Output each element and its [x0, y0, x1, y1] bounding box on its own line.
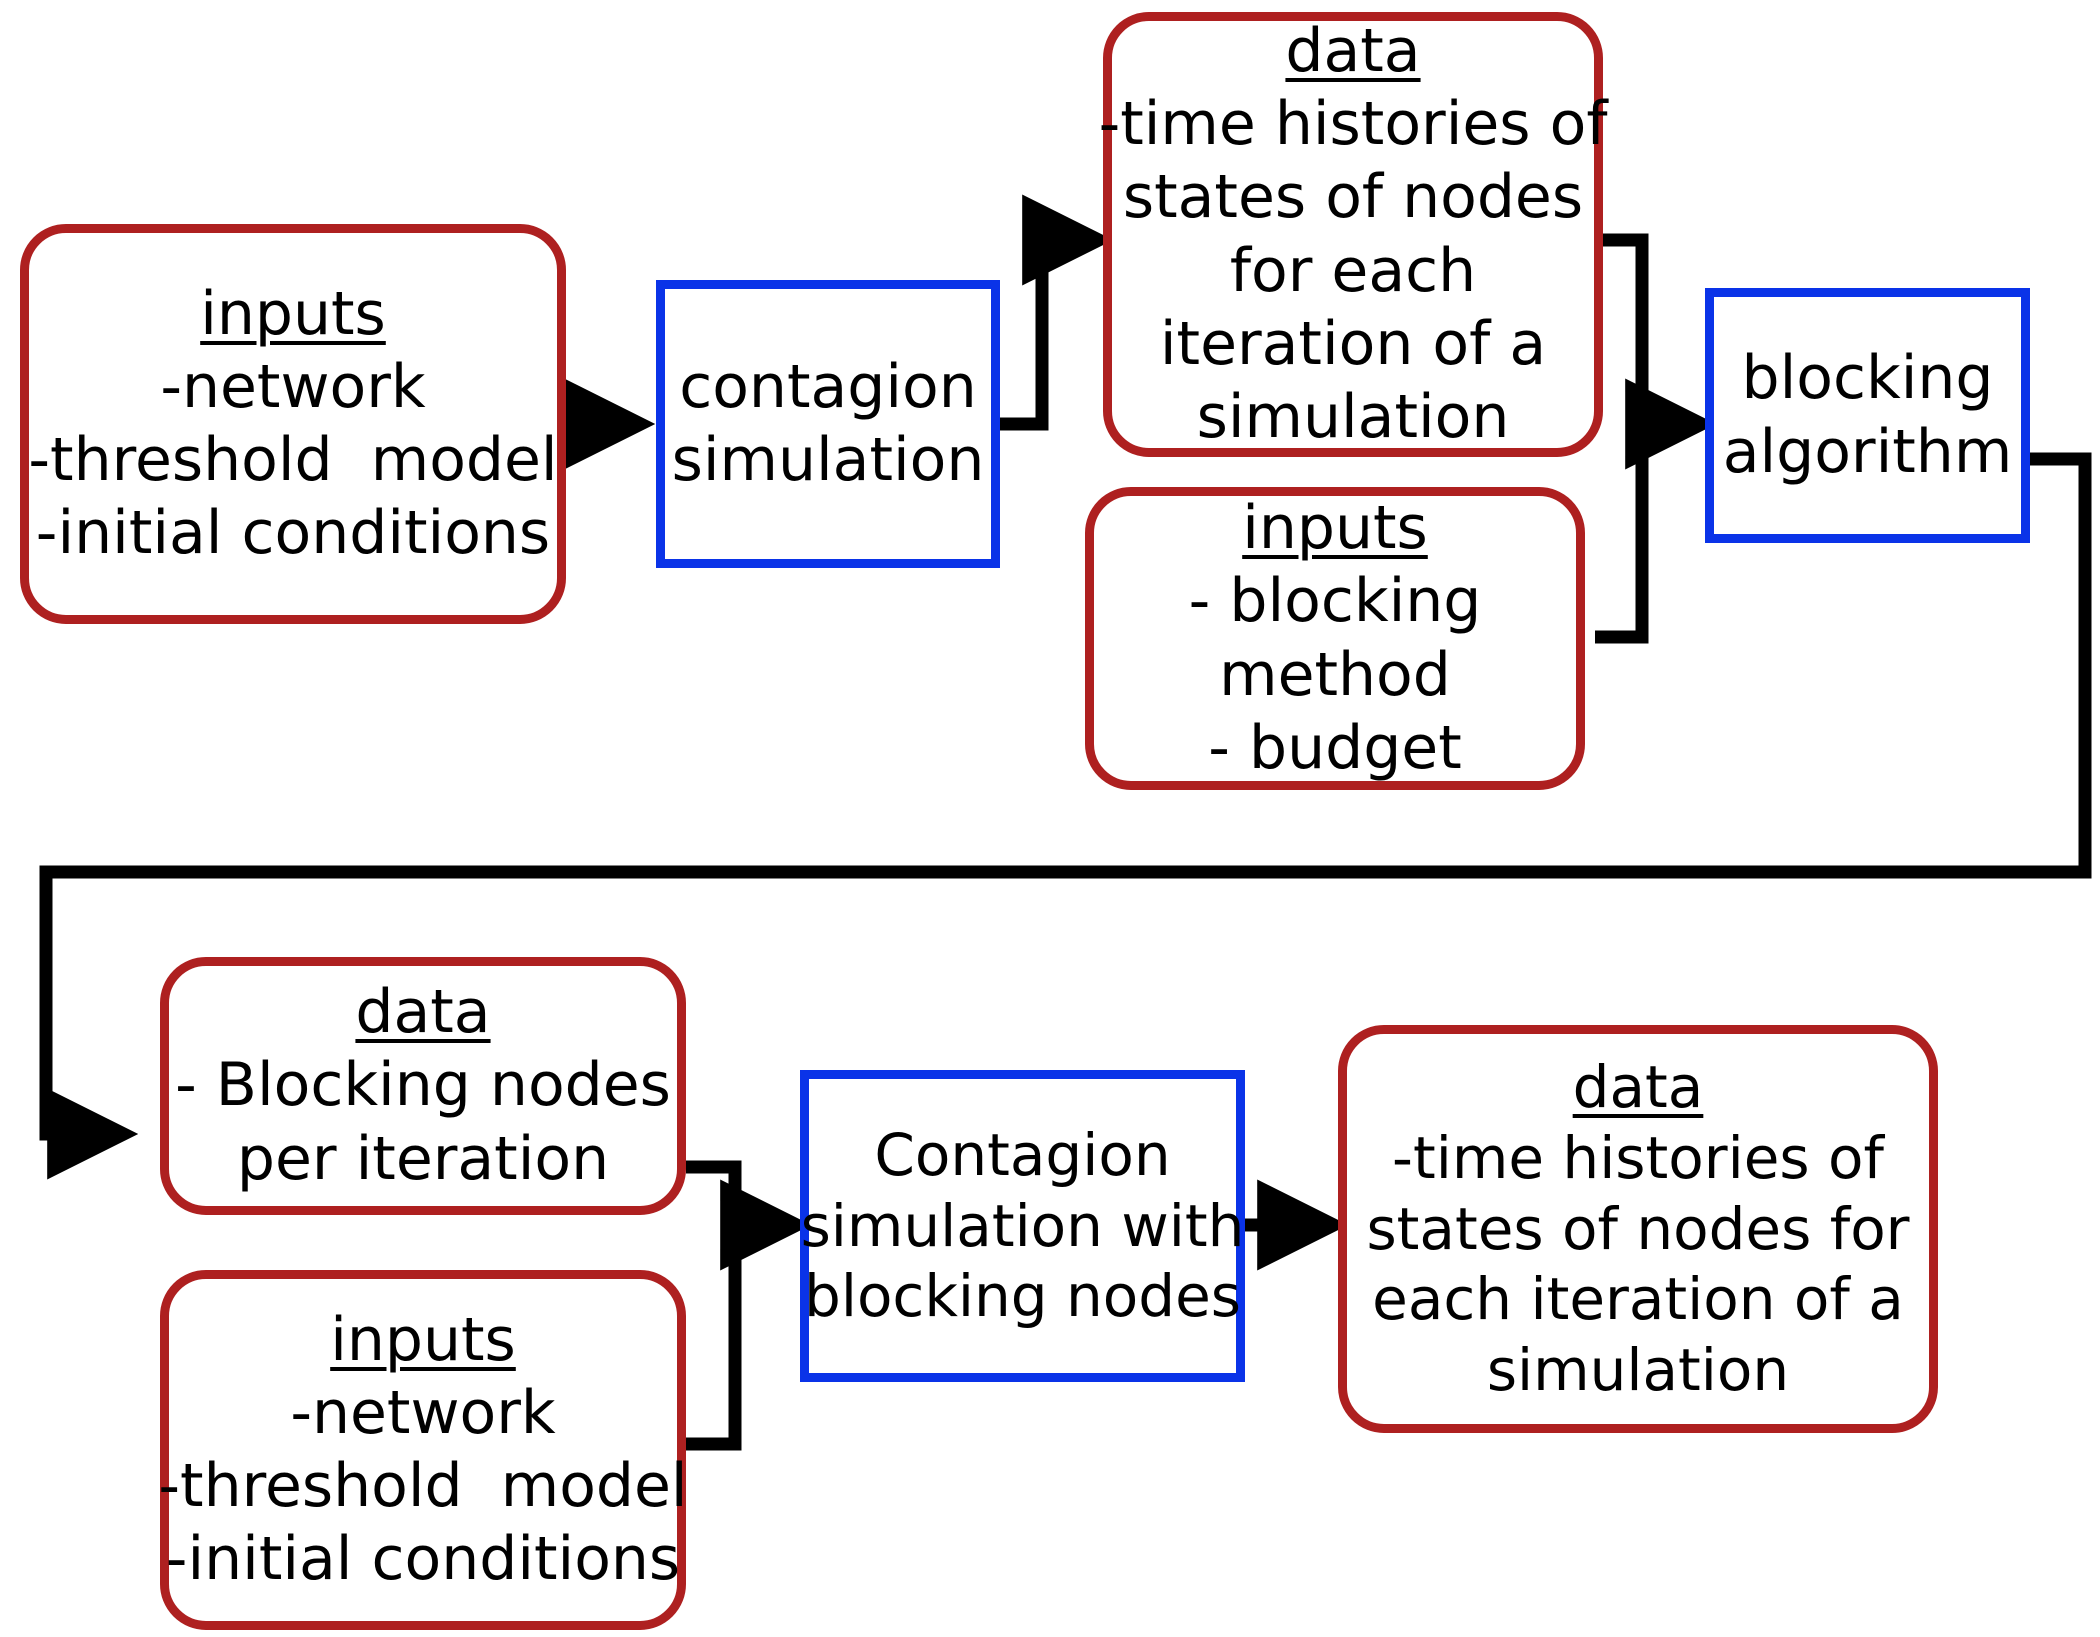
node-inputs-bottom-left[interactable]: inputs -network -threshold model -initia…	[158, 1270, 688, 1630]
node-line-time-histories: -time histories of	[1392, 1123, 1884, 1192]
node-title-data-blocking-nodes: data	[355, 977, 491, 1048]
node-title-inputs-bottom-left: inputs	[330, 1304, 516, 1375]
node-line-threshold-model: -threshold model	[158, 1451, 688, 1521]
node-line-network: -network	[160, 351, 426, 422]
node-contagion-simulation[interactable]: contagion simulation	[656, 280, 1000, 568]
node-blocking-algorithm[interactable]: blocking algorithm	[1705, 288, 2030, 543]
node-line-contagion: Contagion	[874, 1120, 1171, 1189]
node-line-for-each: for each	[1229, 235, 1477, 306]
node-line-method: method	[1219, 639, 1451, 710]
node-line-algorithm: algorithm	[1722, 416, 2013, 487]
node-line-iteration-of-a: iteration of a	[1159, 308, 1547, 379]
node-contagion-simulation-blocking[interactable]: Contagion simulation with blocking nodes	[800, 1070, 1245, 1382]
node-line-budget: - budget	[1208, 712, 1462, 783]
node-inputs-top-left[interactable]: inputs -network -threshold model -initia…	[20, 224, 566, 624]
node-data-top[interactable]: data -time histories of states of nodes …	[1099, 12, 1607, 457]
node-line-simulation: simulation	[671, 425, 985, 495]
node-inputs-blocking[interactable]: inputs - blocking method - budget	[1085, 487, 1585, 790]
node-line-blocking: - blocking	[1188, 566, 1482, 637]
node-title-data-top: data	[1285, 15, 1421, 86]
node-title-inputs-top-left: inputs	[200, 278, 386, 349]
node-line-initial-conditions: -initial conditions	[165, 1524, 681, 1595]
connector-contagion-to-data	[1000, 194, 1114, 431]
node-line-initial-conditions: -initial conditions	[35, 498, 551, 569]
connector-inputs-bottom-to-contagion-blocking	[686, 1225, 742, 1451]
node-line-time-histories: -time histories of	[1098, 89, 1608, 160]
node-line-blocking-nodes: blocking nodes	[804, 1262, 1241, 1331]
node-data-bottom-right[interactable]: data -time histories of states of nodes …	[1338, 1025, 1938, 1433]
node-line-threshold-model: -threshold model	[28, 425, 558, 495]
node-line-blocking: blocking	[1741, 343, 1994, 414]
node-line-simulation: simulation	[1486, 1336, 1790, 1405]
node-line-states-of-nodes-for: states of nodes for	[1366, 1194, 1910, 1263]
connector-blocking-algorithm-feedback-loop	[39, 452, 2092, 1180]
node-title-inputs-blocking: inputs	[1242, 493, 1428, 564]
connector-data-to-blocking-algorithm	[1595, 233, 1649, 424]
node-line-each-iteration-of-a: each iteration of a	[1372, 1265, 1904, 1334]
node-line-per-iteration: per iteration	[236, 1123, 610, 1194]
connector-data-blocking-to-contagion-blocking	[686, 1160, 742, 1225]
node-line-blocking-nodes: - Blocking nodes	[175, 1050, 671, 1121]
node-data-blocking-nodes[interactable]: data - Blocking nodes per iteration	[160, 957, 686, 1215]
node-line-contagion: contagion	[679, 351, 977, 422]
connector-inputs-blocking-to-blocking-algorithm	[1595, 424, 1649, 644]
node-title-data-bottom-right: data	[1572, 1053, 1704, 1122]
node-line-states-of-nodes: states of nodes	[1122, 162, 1584, 233]
node-line-simulation-with: simulation with	[800, 1191, 1245, 1260]
node-line-network: -network	[290, 1377, 556, 1448]
node-line-simulation: simulation	[1196, 381, 1510, 452]
